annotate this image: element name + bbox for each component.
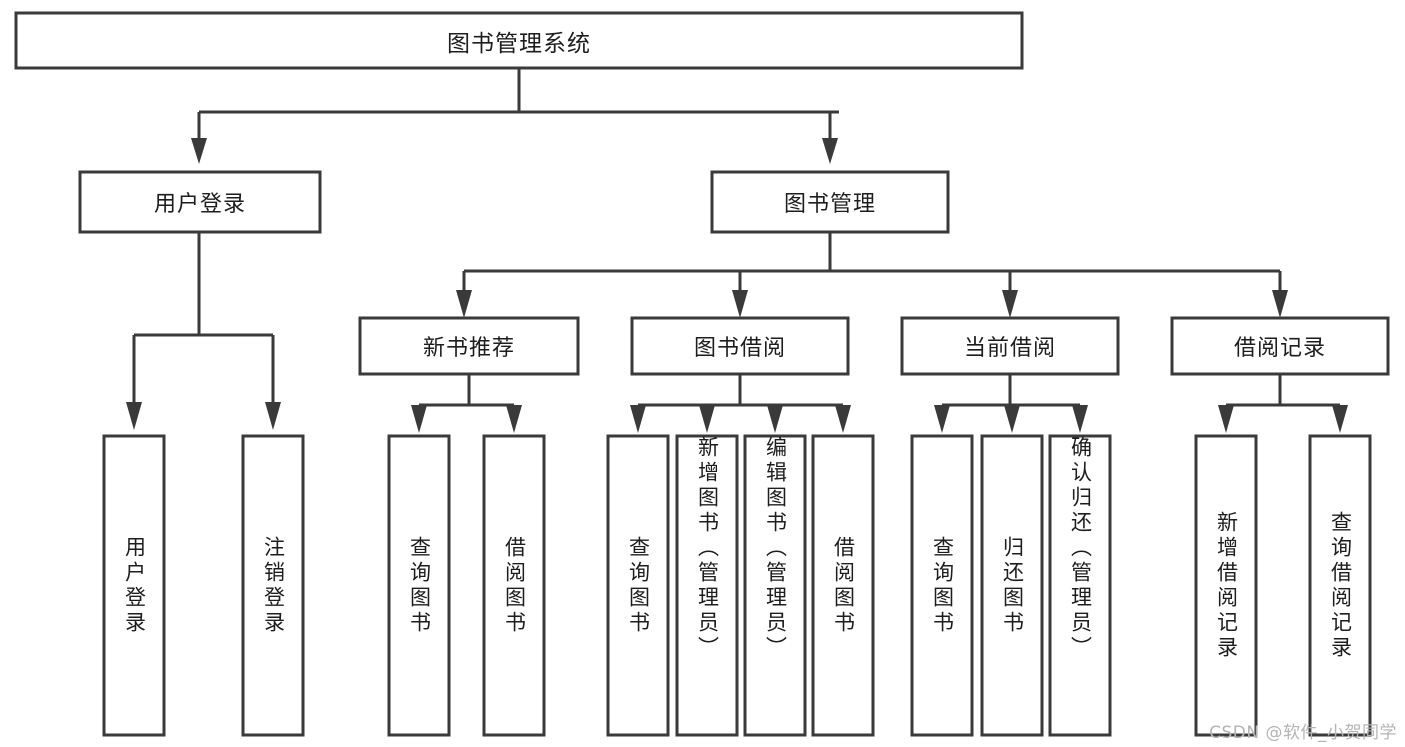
arrowhead-leaf-borrow-book-2 [835,405,851,433]
node-box-leaf-query-book-1[interactable] [387,434,451,737]
connector-group-book-management [456,232,1288,318]
node-box-borrow-record[interactable] [1170,316,1390,376]
arrowhead-leaf-query-book-1 [411,405,427,433]
arrowhead-leaf-query-book-2 [630,405,646,433]
node-box-leaf-borrow-book-1[interactable] [482,434,546,737]
arrowhead-leaf-query-record [1332,405,1348,433]
connector-group-book-borrow [630,374,851,433]
arrowhead-leaf-confirm-return [1072,405,1088,433]
node-box-leaf-borrow-book-2[interactable] [811,434,875,737]
node-box-leaf-query-book-3[interactable] [910,434,974,737]
node-box-book-management[interactable] [710,170,950,234]
node-box-leaf-user-login[interactable] [102,434,166,737]
connector-group-current-borrow [934,374,1088,433]
arrowhead-leaf-borrow-book-1 [506,405,522,433]
arrowhead-leaf-query-book-3 [934,405,950,433]
arrowhead-leaf-edit-book [767,405,783,433]
node-box-leaf-return-book[interactable] [980,434,1044,737]
node-box-leaf-edit-book[interactable] [743,434,807,737]
connector-group-borrow-record [1218,374,1348,433]
node-box-leaf-add-book[interactable] [675,434,739,737]
arrowhead-leaf-add-book [699,405,715,433]
arrowhead-book-borrow [732,290,748,318]
connector-group-root [191,68,839,164]
arrowhead-leaf-return-book [1004,405,1020,433]
arrowhead-book-management [822,138,838,164]
node-box-book-borrow[interactable] [630,316,850,376]
node-box-new-book-recommend[interactable] [358,316,580,376]
node-box-leaf-confirm-return[interactable] [1048,434,1112,737]
connector-group-user-login [126,232,281,430]
arrowhead-current-borrow [1002,290,1018,318]
node-box-leaf-add-record[interactable] [1194,434,1258,737]
node-box-root[interactable] [14,11,1024,70]
node-box-user-login[interactable] [78,170,322,234]
node-box-leaf-query-book-2[interactable] [606,434,670,737]
arrowhead-borrow-record [1272,290,1288,318]
node-box-leaf-user-logout[interactable] [241,434,305,737]
arrowhead-leaf-user-logout [265,402,281,430]
arrowhead-user-login [191,138,207,164]
node-box-leaf-query-record[interactable] [1308,434,1372,737]
connector-group-new-book-recommend [411,374,522,433]
node-box-current-borrow[interactable] [900,316,1120,376]
arrowhead-leaf-add-record [1218,405,1234,433]
arrowhead-leaf-user-login [126,402,142,430]
arrowhead-new-book-recommend [456,290,472,318]
